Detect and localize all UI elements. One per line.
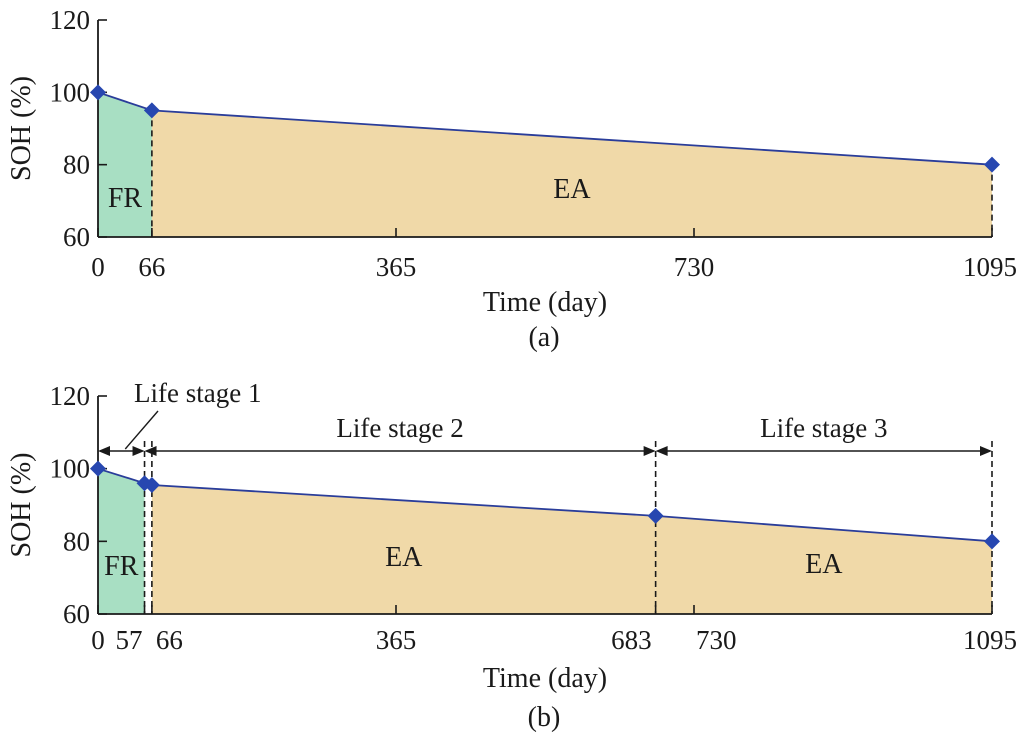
region-fill-0 — [98, 468, 145, 614]
region-fill-2 — [655, 515, 992, 614]
x-tick-label-4: 1095 — [963, 252, 1017, 282]
y-tick-label-3: 120 — [50, 5, 91, 35]
panel-b: 60 80 100 120 0 57 66 365 683 730 1095 FR EA EA Time (… — [6, 378, 1017, 733]
x-tick-label-0: 0 — [91, 252, 105, 282]
panel-a: 60 80 100 120 0 66 365 730 1095 FR EA Time (day) SOH… — [6, 5, 1017, 353]
y-tick-label-3: 120 — [50, 381, 91, 411]
region-label-0: FR — [104, 551, 139, 582]
x-axis-title: Time (day) — [483, 287, 607, 318]
stage-arrowhead-right-2 — [980, 446, 992, 456]
panel-caption: (b) — [528, 702, 561, 733]
stage-label-0: Life stage 1 — [134, 378, 261, 408]
data-point-2 — [984, 156, 1000, 173]
y-tick-label-1: 80 — [63, 150, 90, 180]
data-point-4 — [984, 533, 1000, 550]
region-label-2: EA — [805, 549, 843, 580]
region-label-0: FR — [108, 183, 143, 214]
region-fill-1 — [151, 485, 656, 614]
data-point-0 — [90, 460, 106, 477]
region-fill-1 — [151, 110, 992, 237]
y-tick-label-2: 100 — [50, 77, 91, 107]
x-tick-label-2: 365 — [376, 252, 417, 282]
stage-arrowhead-left-2 — [655, 446, 668, 456]
x-tick-label-3: 730 — [674, 252, 715, 282]
x-axis-title: Time (day) — [483, 663, 607, 694]
region-label-1: EA — [385, 542, 423, 573]
x-tick-label-5: 730 — [696, 625, 737, 655]
stage-leader-line — [124, 410, 159, 450]
data-point-2 — [143, 477, 160, 494]
stage-arrowhead-left-1 — [144, 446, 157, 456]
x-tick-label-1: 66 — [138, 252, 165, 282]
x-tick-label-4: 683 — [611, 625, 652, 655]
region-fill-0 — [98, 92, 152, 237]
x-tick-label-6: 1095 — [963, 625, 1017, 655]
stage-label-1: Life stage 2 — [336, 413, 463, 443]
x-tick-label-0: 0 — [91, 625, 105, 655]
stage-label-2: Life stage 3 — [760, 413, 887, 443]
x-tick-label-3: 365 — [376, 625, 417, 655]
stage-arrowhead-right-1 — [643, 446, 656, 456]
stage-arrowhead-right-0 — [132, 446, 145, 456]
y-tick-label-1: 80 — [63, 526, 90, 556]
data-point-0 — [90, 84, 106, 101]
stage-arrowhead-left-0 — [98, 446, 110, 456]
y-axis-title: SOH (%) — [6, 76, 37, 181]
panel-caption: (a) — [528, 322, 559, 353]
x-tick-label-2: 66 — [156, 625, 183, 655]
data-point-3 — [647, 507, 664, 524]
y-axis-title: SOH (%) — [6, 453, 37, 558]
region-label-1: EA — [553, 174, 591, 205]
y-tick-label-2: 100 — [50, 454, 91, 484]
y-tick-label-0: 60 — [63, 222, 90, 252]
y-tick-label-0: 60 — [63, 599, 90, 629]
data-point-1 — [143, 102, 160, 119]
x-tick-label-1: 57 — [116, 625, 143, 655]
